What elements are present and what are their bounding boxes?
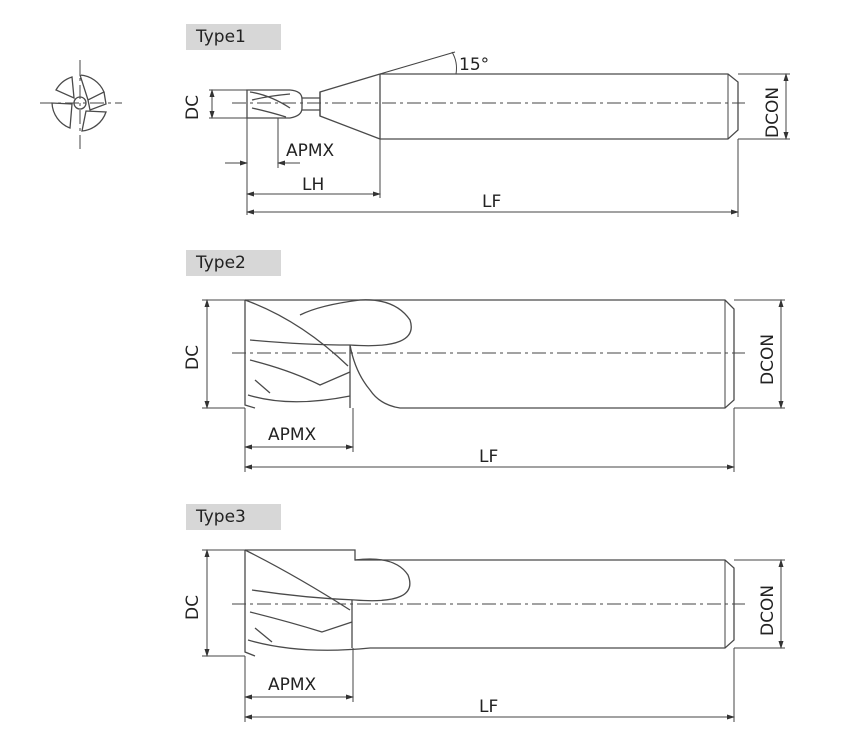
type1-lf-label: LF bbox=[482, 192, 501, 212]
type1-angle-label: 15° bbox=[459, 55, 489, 75]
type1-lh-label: LH bbox=[302, 175, 324, 195]
type1-dcon-label: DCON bbox=[763, 87, 783, 138]
end-view-icon bbox=[40, 60, 122, 150]
type2-lf-label: LF bbox=[479, 447, 498, 467]
type2-dcon-label: DCON bbox=[758, 334, 778, 385]
type3-lf-label: LF bbox=[479, 697, 498, 717]
type1-label: Type1 bbox=[186, 24, 281, 50]
type3-label: Type3 bbox=[186, 504, 281, 530]
type2-label: Type2 bbox=[186, 250, 281, 276]
type2-apmx-label: APMX bbox=[268, 425, 317, 445]
type2-drawing: DC DCON APMX LF bbox=[183, 299, 785, 472]
type3-drawing: DC DCON APMX LF bbox=[183, 549, 785, 722]
type1-dc-label: DC bbox=[183, 95, 203, 120]
type3-dcon-label: DCON bbox=[758, 585, 778, 636]
type2-dc-label: DC bbox=[183, 345, 203, 370]
type1-apmx-label: APMX bbox=[286, 141, 335, 161]
type3-apmx-label: APMX bbox=[268, 675, 317, 695]
type1-drawing: DC DCON APMX LH LF 15° bbox=[183, 51, 790, 217]
type3-dc-label: DC bbox=[183, 595, 203, 620]
